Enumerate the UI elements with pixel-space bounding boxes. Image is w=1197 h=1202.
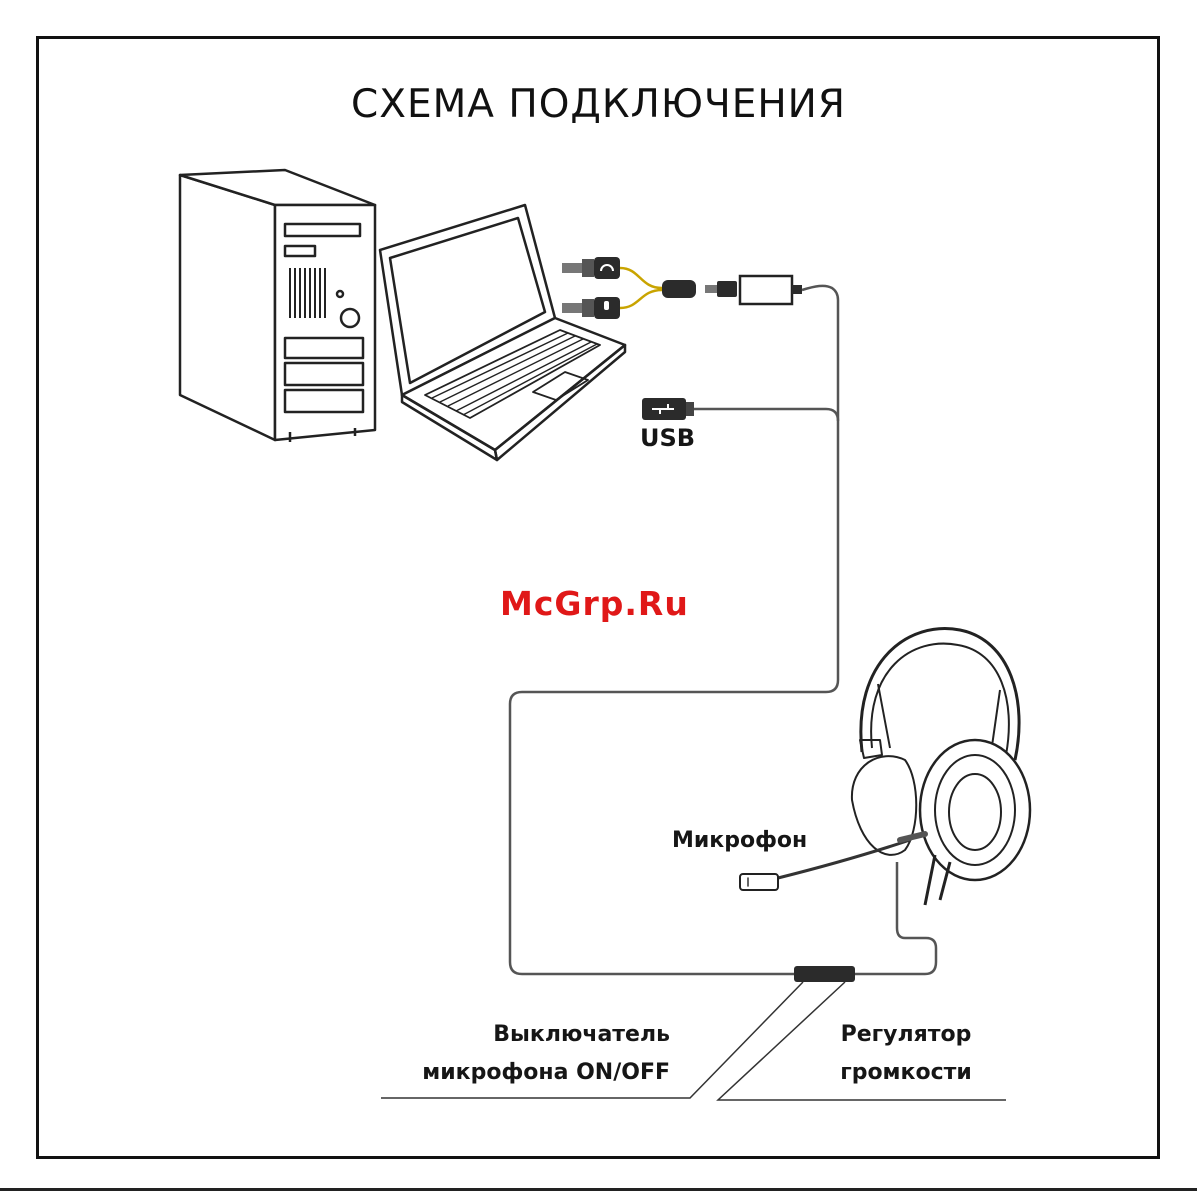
headphone-jack-icon: [562, 257, 662, 288]
usb-plug-icon: [642, 398, 694, 420]
headset-icon: [852, 629, 1030, 905]
usb-label: USB: [640, 424, 695, 452]
mic-switch-label: Выключатель микрофона ON/OFF: [370, 1016, 670, 1092]
pc-tower-icon: [180, 170, 375, 442]
mic-switch-label-line2: микрофона ON/OFF: [370, 1054, 670, 1092]
volume-label-line1: Регулятор: [826, 1016, 986, 1054]
adapter-plug-icon: [705, 276, 802, 304]
volume-label-line2: громкости: [826, 1054, 986, 1092]
laptop-icon: [380, 205, 625, 460]
volume-control-label: Регулятор громкости: [826, 1016, 986, 1092]
splitter-plug-icon: [662, 280, 696, 298]
watermark-text: McGrp.Ru: [500, 584, 689, 623]
mic-switch-label-line1: Выключатель: [370, 1016, 670, 1054]
microphone-label: Микрофон: [672, 828, 807, 853]
inline-remote-icon: [794, 966, 855, 982]
mic-jack-icon: [562, 290, 662, 319]
